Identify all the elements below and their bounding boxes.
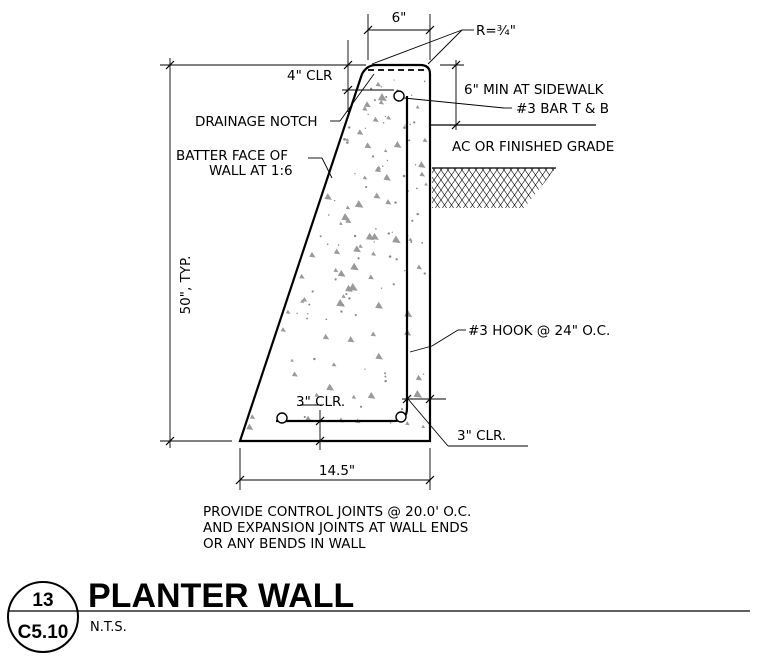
sheet-number: C5.10 [18, 622, 69, 643]
rebar-bar-bottom-left [276, 412, 288, 424]
side-cover-dimension: 3" CLR. [402, 394, 528, 447]
rebar-bar-top [393, 90, 405, 102]
radius-callout: R=¾" [371, 23, 516, 65]
general-notes: PROVIDE CONTROL JOINTS @ 20.0' O.C. AND … [203, 504, 471, 552]
hook-callout: #3 HOOK @ 24" O.C. [409, 323, 610, 353]
detail-bubble [7, 581, 79, 653]
detail-title: PLANTER WALL [88, 577, 354, 615]
top-width-label: 6" [392, 10, 407, 26]
hook-label: #3 HOOK @ 24" O.C. [468, 323, 610, 339]
side-cover-label: 3" CLR. [457, 428, 506, 444]
batter-label-2: WALL AT 1:6 [209, 163, 293, 179]
sidewalk-dimension: 6" MIN AT SIDEWALK [440, 60, 605, 130]
soil-hatch [432, 168, 556, 208]
drainage-callout: DRAINAGE NOTCH [195, 73, 375, 130]
base-width-dimension: 14.5" [235, 448, 435, 490]
base-width-label: 14.5" [319, 463, 355, 479]
wall-outline [238, 63, 432, 443]
height-label: 50", TYP. [178, 256, 194, 315]
top-cover-dimension: 4" CLR [287, 40, 394, 112]
concrete-fill [246, 79, 428, 430]
note-line-1: PROVIDE CONTROL JOINTS @ 20.0' O.C. [203, 504, 471, 520]
sidewalk-label: 6" MIN AT SIDEWALK [464, 82, 605, 98]
top-width-dimension: 6" [363, 10, 435, 60]
batter-label-1: BATTER FACE OF [176, 148, 288, 164]
note-line-2: AND EXPANSION JOINTS AT WALL ENDS [203, 520, 468, 536]
note-line-3: OR ANY BENDS IN WALL [203, 536, 366, 552]
grade-label: AC OR FINISHED GRADE [452, 139, 614, 155]
rebar-bar-bottom-right [395, 411, 407, 423]
height-dimension: 50", TYP. [160, 58, 356, 448]
bar-tb-callout: #3 BAR T & B [403, 97, 609, 117]
detail-number: 13 [32, 590, 53, 611]
scale-label: N.T.S. [90, 620, 127, 635]
drainage-label: DRAINAGE NOTCH [195, 114, 318, 130]
batter-callout: BATTER FACE OF WALL AT 1:6 [176, 148, 333, 179]
top-cover-label: 4" CLR [287, 68, 332, 84]
bottom-cover-dimension: 3" CLR. [296, 394, 345, 450]
title-block: 13 C5.10 PLANTER WALL N.T.S. [7, 577, 750, 653]
bar-tb-label: #3 BAR T & B [516, 101, 609, 117]
bottom-cover-label: 3" CLR. [296, 394, 345, 410]
rebar [276, 90, 409, 424]
radius-label: R=¾" [476, 23, 516, 39]
